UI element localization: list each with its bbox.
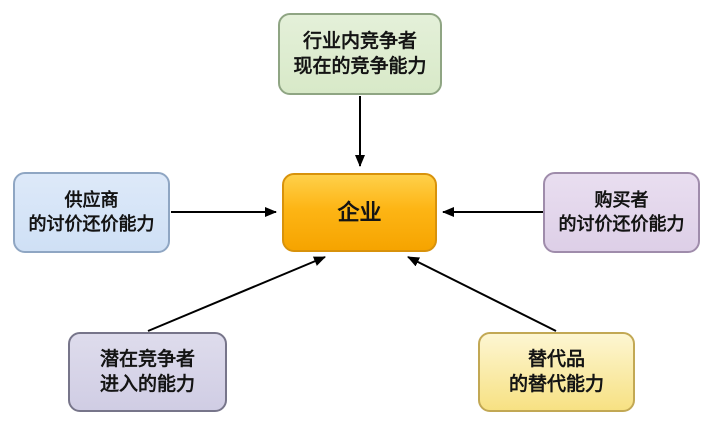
arrow-entrants-to-enterprise [147,256,326,332]
node-suppliers-line1: 供应商 [64,189,119,210]
node-buyers: 购买者 的讨价还价能力 [543,172,700,253]
node-substitutes: 替代品 的替代能力 [478,332,635,412]
node-potential-entrants-line1: 潜在竞争者 [99,348,195,370]
node-enterprise: 企业 [282,173,437,252]
node-buyers-line2: 的讨价还价能力 [558,213,685,234]
node-industry-competitors: 行业内竞争者 现在的竞争能力 [278,13,442,95]
node-substitutes-line2: 的替代能力 [508,374,604,395]
node-substitutes-line1: 替代品 [527,348,585,370]
node-potential-entrants: 潜在竞争者 进入的能力 [68,332,227,412]
arrow-substitutes-to-enterprise [407,256,557,332]
node-industry-competitors-line2: 现在的竞争能力 [293,56,427,77]
node-suppliers-line2: 的讨价还价能力 [28,213,155,234]
node-potential-entrants-line2: 进入的能力 [99,374,195,395]
node-industry-competitors-line1: 行业内竞争者 [302,30,417,52]
node-suppliers: 供应商 的讨价还价能力 [13,172,170,253]
node-enterprise-label: 企业 [337,199,382,225]
node-buyers-line1: 购买者 [594,189,649,210]
